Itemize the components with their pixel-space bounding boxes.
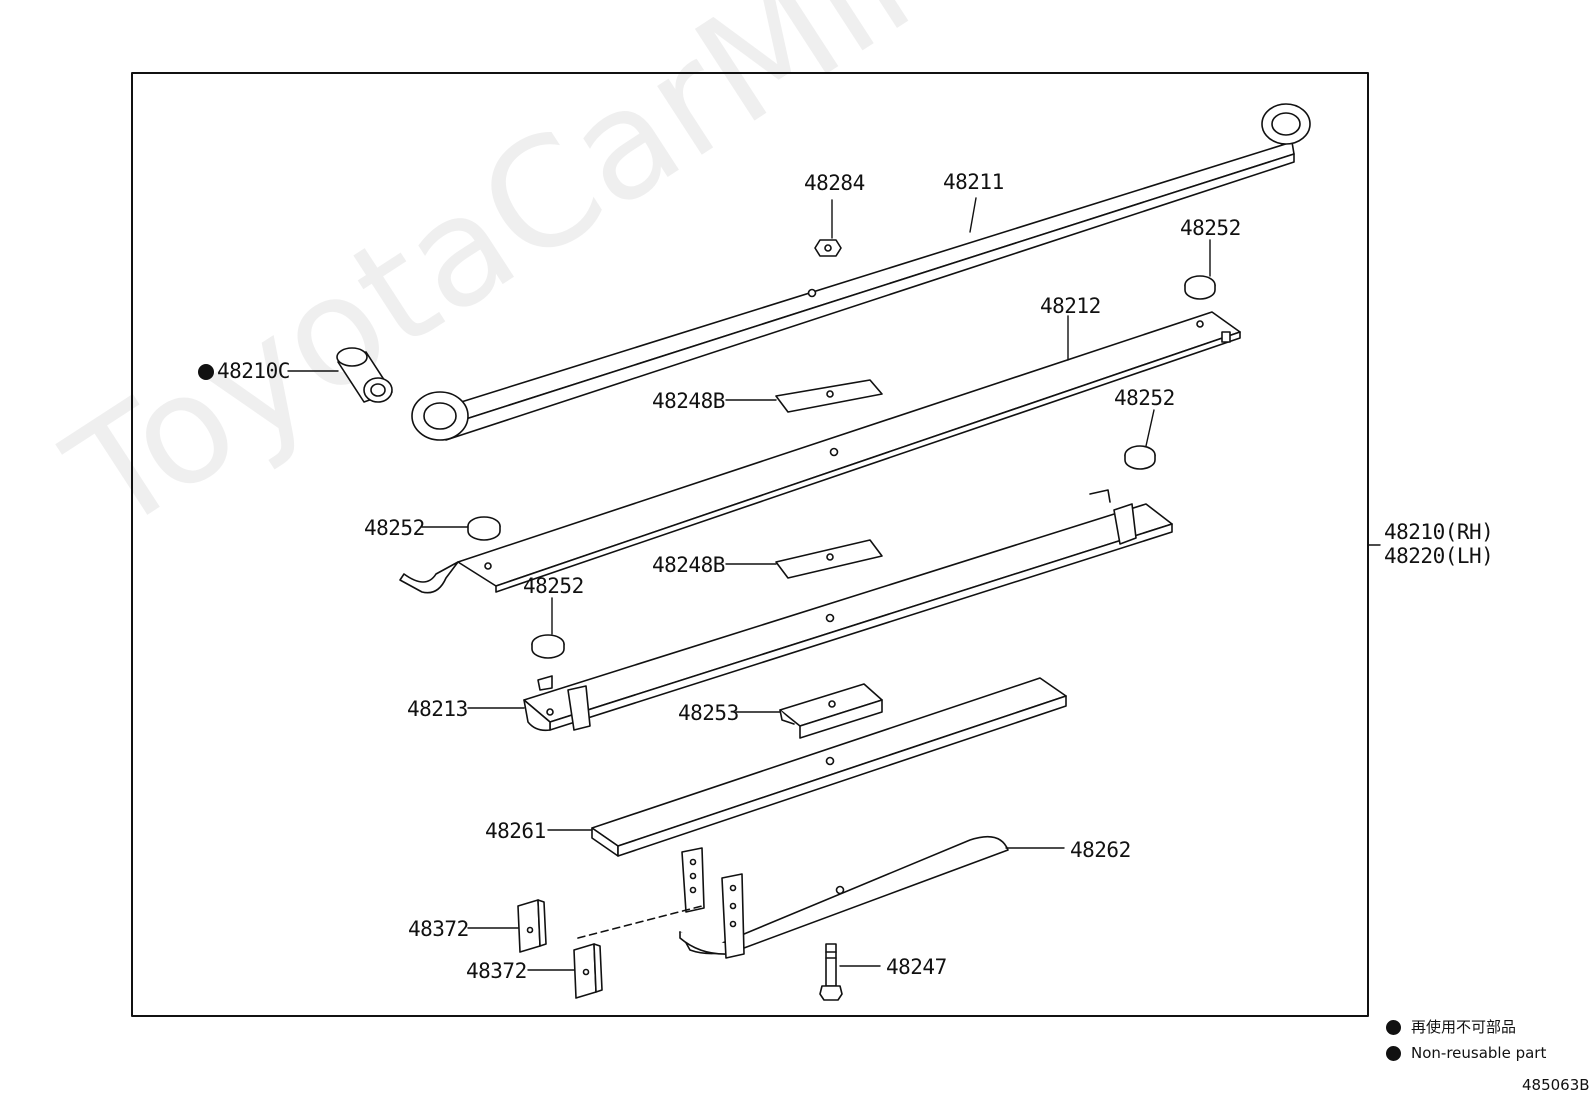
diagram-frame xyxy=(131,72,1369,1017)
legend-en: Non-reusable part xyxy=(1386,1046,1546,1061)
diagram-code: 485063B xyxy=(1522,1076,1590,1094)
rear-eye xyxy=(1261,103,1311,145)
label-48252-left[interactable]: 48252 xyxy=(364,516,425,540)
label-48253[interactable]: 48253 xyxy=(678,701,739,725)
main-leaf-48211 xyxy=(411,103,1311,441)
label-48213[interactable]: 48213 xyxy=(407,697,468,721)
rear-clip xyxy=(1089,489,1137,545)
silencer-48252-mid xyxy=(531,634,565,659)
front-clip xyxy=(537,675,591,731)
front-eye xyxy=(411,391,469,441)
label-48210c[interactable]: 48210C xyxy=(198,361,290,382)
clip-48372-b xyxy=(573,943,603,999)
label-48211[interactable]: 48211 xyxy=(943,170,1004,194)
silencer-48252-right xyxy=(1124,445,1156,470)
label-48372-b[interactable]: 48372 xyxy=(466,959,527,983)
legend-jp-text: 再使用不可部品 xyxy=(1411,1018,1517,1036)
label-48284[interactable]: 48284 xyxy=(804,171,865,195)
label-48372-a[interactable]: 48372 xyxy=(408,917,469,941)
label-48248b-b[interactable]: 48248B xyxy=(652,553,725,577)
label-48247[interactable]: 48247 xyxy=(886,955,947,979)
bracket-left xyxy=(681,847,705,913)
non-reusable-legend-icon xyxy=(1386,1020,1401,1035)
silencer-48252-top xyxy=(1184,275,1216,300)
label-assembly-rh[interactable]: 48210(RH) xyxy=(1384,520,1494,544)
label-48252-mid[interactable]: 48252 xyxy=(523,574,584,598)
leaf-48262 xyxy=(577,835,1009,959)
non-reusable-legend-icon xyxy=(1386,1046,1401,1061)
label-48210c-text: 48210C xyxy=(217,359,290,383)
label-48252-right[interactable]: 48252 xyxy=(1114,386,1175,410)
third-leaf-48213 xyxy=(523,489,1173,732)
bracket-right xyxy=(721,873,745,959)
legend-en-text: Non-reusable part xyxy=(1411,1044,1547,1062)
label-48248b-a[interactable]: 48248B xyxy=(652,389,725,413)
label-48212[interactable]: 48212 xyxy=(1040,294,1101,318)
leader-lines xyxy=(287,197,1381,971)
non-reusable-marker-icon xyxy=(198,363,214,380)
leaf-48261 xyxy=(591,677,1067,857)
bushing-48210c xyxy=(336,347,393,403)
second-leaf-48212 xyxy=(399,311,1241,594)
label-48261[interactable]: 48261 xyxy=(485,819,546,843)
silencer-48252-left xyxy=(467,516,501,541)
label-48252-top[interactable]: 48252 xyxy=(1180,216,1241,240)
clip-48372-a xyxy=(517,899,547,953)
bolt-48247 xyxy=(819,943,843,1001)
spacer-48253 xyxy=(779,683,883,739)
label-assembly-lh[interactable]: 48220(LH) xyxy=(1384,544,1494,568)
legend-jp: 再使用不可部品 xyxy=(1386,1020,1516,1035)
nut-48284 xyxy=(814,239,842,257)
label-48262[interactable]: 48262 xyxy=(1070,838,1131,862)
